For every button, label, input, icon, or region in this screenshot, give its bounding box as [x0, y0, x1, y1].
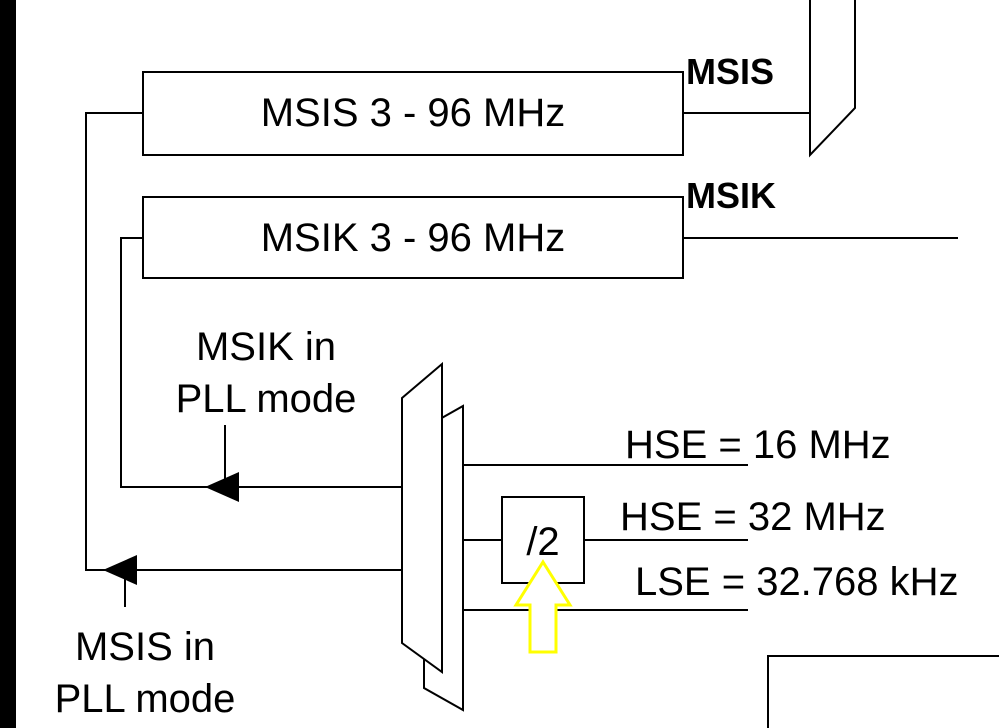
left-frame-border [0, 0, 16, 728]
hse32-label: HSE = 32 MHz [620, 495, 886, 539]
msis-output-label: MSIS [686, 51, 774, 92]
hse16-label: HSE = 16 MHz [625, 423, 891, 467]
reference-selector-mux-front[interactable] [401, 361, 443, 674]
msis-pll-mode-label-line1: MSIS in [75, 625, 215, 669]
msik-pll-feedback-line [120, 237, 402, 488]
msik-oscillator-box [142, 196, 684, 279]
divide-by-two-label: /2 [526, 520, 559, 564]
up-arrow-outline-icon [513, 559, 573, 654]
msis-oscillator-box [142, 71, 684, 156]
msik-output-label: MSIK [686, 175, 776, 216]
msis-pll-feedback-line [85, 112, 402, 571]
partial-block-bottom-right [767, 655, 999, 728]
msis-oscillator-label: MSIS 3 - 96 MHz [261, 91, 566, 135]
msik-oscillator-label: MSIK 3 - 96 MHz [261, 216, 566, 260]
msis-pll-mode-label-line2: PLL mode [55, 677, 236, 721]
msik-pll-arrow-icon [205, 472, 239, 502]
msis-output-mux [809, 0, 856, 158]
msik-pll-mode-label-line1: MSIK in [196, 325, 336, 369]
msis-pll-arrow-icon [103, 555, 137, 585]
lse-label: LSE = 32.768 kHz [635, 560, 959, 604]
msik-pll-mode-label-line2: PLL mode [176, 377, 357, 421]
